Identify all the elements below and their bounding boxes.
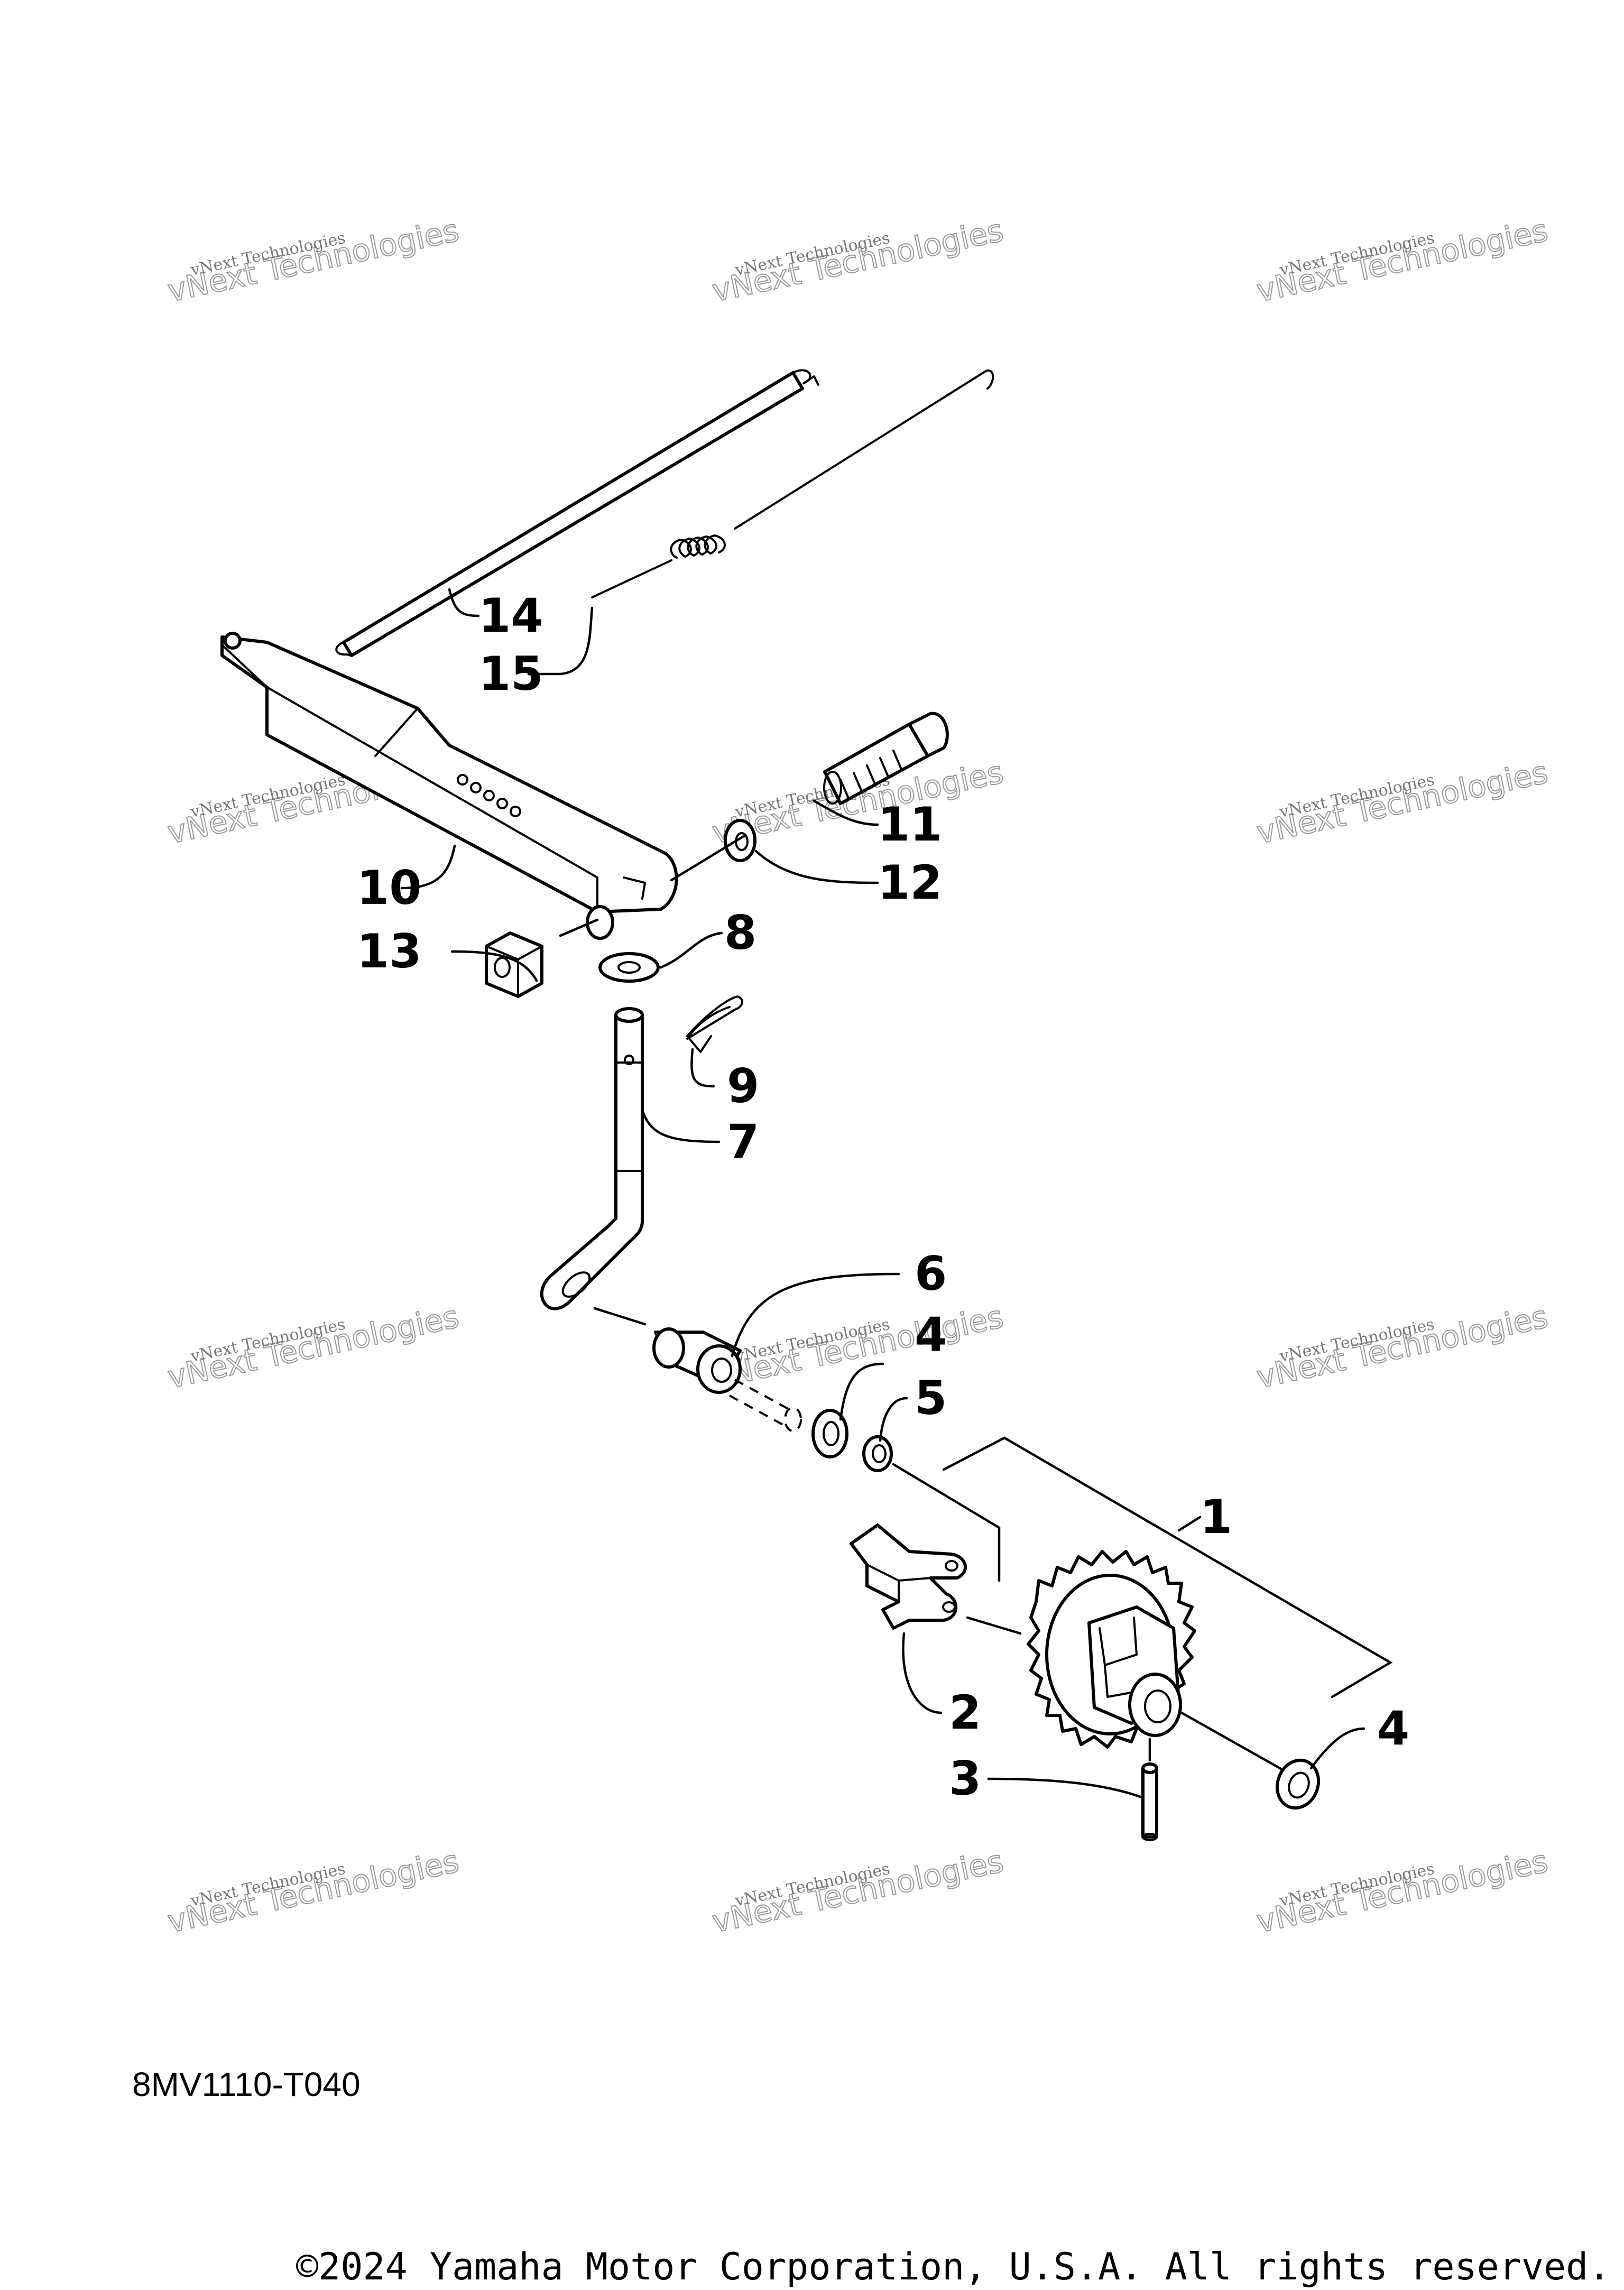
callout-labels: 1 2 3 4 4 5 6 7 8 9 10 11 12 13 14 15	[357, 588, 1409, 1806]
cotter-pin	[686, 995, 743, 1053]
link-rod	[335, 369, 819, 657]
watermark: vNext Technologies vNext Technologies	[164, 211, 462, 309]
watermark: vNext Technologies vNext Technologies	[164, 1298, 462, 1396]
lever-arm	[220, 632, 678, 940]
drawing-code: 8MV1110-T040	[132, 2065, 361, 2103]
callout-7: 7	[727, 1114, 759, 1169]
callout-4-upper: 4	[915, 1307, 947, 1362]
callout-12: 12	[878, 855, 942, 910]
callout-1-leader	[1177, 1516, 1202, 1532]
callout-4-lower: 4	[1377, 1701, 1409, 1756]
gear-to-washer-line	[1180, 1711, 1286, 1772]
pin	[1141, 1762, 1158, 1841]
watermark: vNext Technologies vNext Technologies	[708, 211, 1007, 309]
bracket	[850, 1523, 967, 1630]
callout-13: 13	[357, 924, 421, 978]
washer-8	[598, 952, 660, 983]
callout-5: 5	[915, 1371, 947, 1425]
watermarks: vNext Technologies vNext Technologies vN…	[164, 211, 1551, 1940]
callout-1-bracket	[942, 1436, 1393, 1698]
leader-lines	[400, 588, 1365, 1799]
callout-1: 1	[1200, 1490, 1232, 1544]
callout-6: 6	[915, 1246, 947, 1301]
gear-assembly	[1027, 1550, 1196, 1749]
callout-14: 14	[478, 588, 543, 643]
bushing	[652, 1327, 802, 1432]
watermark: vNext Technologies vNext Technologies	[708, 1298, 1007, 1396]
shaft-axis	[593, 1307, 647, 1326]
bolt	[823, 712, 949, 805]
callout-15: 15	[478, 647, 543, 701]
spring-rod	[591, 370, 994, 598]
watermark: vNext Technologies vNext Technologies	[1253, 1842, 1551, 1940]
watermark: vNext Technologies vNext Technologies	[1253, 1298, 1551, 1396]
bracket-axis	[966, 1616, 1022, 1635]
washer-12	[724, 819, 756, 862]
callout-10: 10	[357, 861, 421, 915]
washer-4-lower	[1275, 1758, 1321, 1810]
callout-11: 11	[878, 797, 942, 852]
shaft	[540, 1007, 644, 1310]
nut	[485, 931, 543, 998]
callout-3: 3	[949, 1751, 981, 1806]
watermark: vNext Technologies vNext Technologies	[1253, 753, 1551, 851]
copyright-notice: ©2024 Yamaha Motor Corporation, U.S.A. A…	[296, 2245, 1610, 2288]
gear-axis	[892, 1463, 1001, 1582]
callout-9: 9	[727, 1059, 759, 1113]
circlip	[862, 1435, 893, 1472]
watermark: vNext Technologies vNext Technologies	[708, 1842, 1007, 1940]
callout-2: 2	[949, 1685, 981, 1740]
watermark: vNext Technologies vNext Technologies	[1253, 211, 1551, 309]
callout-8: 8	[724, 906, 756, 960]
washer-4-upper	[811, 1409, 848, 1458]
watermark: vNext Technologies vNext Technologies	[164, 1842, 462, 1940]
